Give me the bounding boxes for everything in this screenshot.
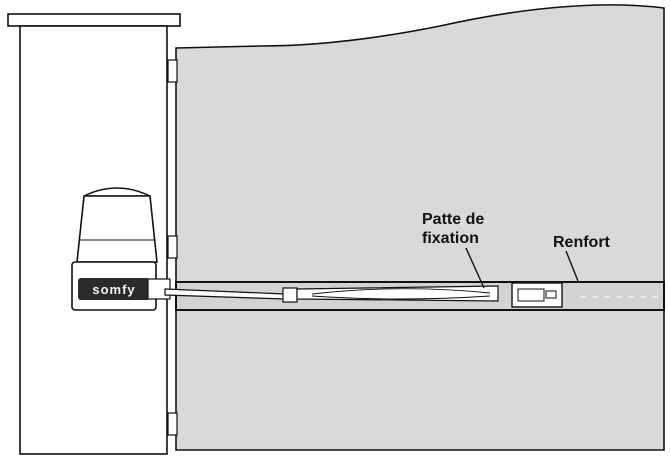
- actuator-arm: [164, 285, 499, 303]
- hinge-bottom: [167, 412, 178, 436]
- fixing-bracket: [511, 282, 563, 308]
- motor-brand-plate: [78, 278, 150, 300]
- label-reinforcement: Renfort: [553, 234, 611, 251]
- gate-hinges: [167, 59, 178, 436]
- hinge-middle: [167, 235, 178, 259]
- reinforcement-leader: [565, 250, 579, 282]
- brand-logo: somfy: [92, 282, 135, 297]
- motor-unit: somfy: [71, 187, 171, 311]
- gate-leaf: [175, 4, 665, 451]
- pillar-cap: [7, 13, 181, 27]
- motor-body: [76, 195, 158, 263]
- bracket-leader: [465, 247, 485, 289]
- hinge-top: [167, 59, 178, 83]
- label-bracket-line2: fixation: [422, 230, 479, 247]
- label-bracket-line1: Patte de: [422, 211, 484, 228]
